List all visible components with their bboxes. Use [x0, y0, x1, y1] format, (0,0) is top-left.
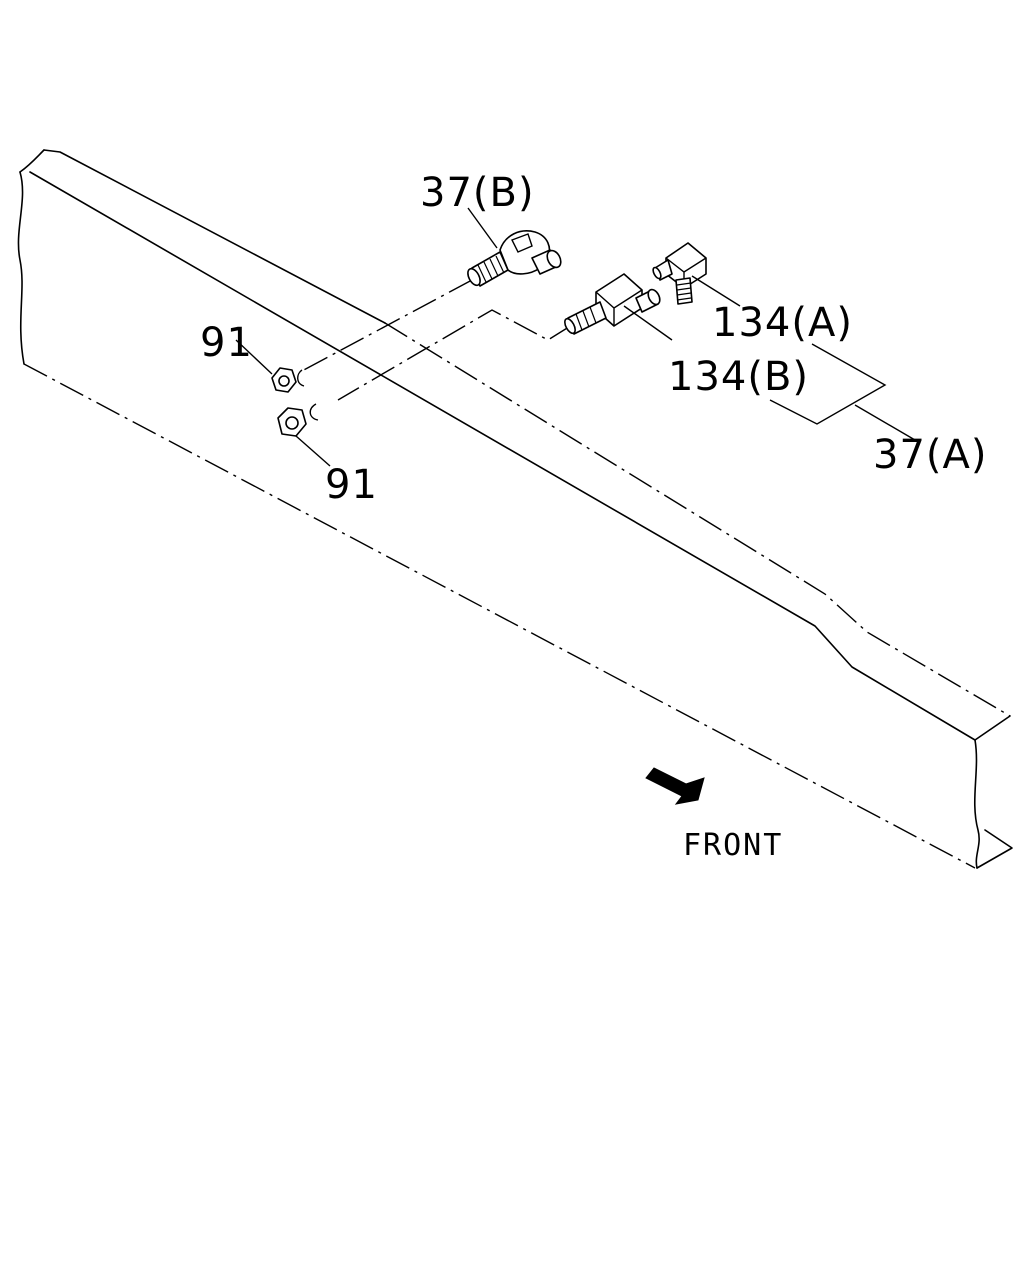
frame-rail-top-edge-a [43, 149, 386, 324]
part-134b-block-connector[interactable] [563, 273, 662, 335]
leader-37a [854, 404, 916, 441]
frame-rail-left-break [17, 171, 25, 365]
leader-134b [623, 305, 673, 341]
part-91-lower-nut[interactable] [277, 403, 319, 437]
label-37b: 37(B) [420, 170, 535, 216]
assembly-lines [299, 279, 573, 401]
front-arrow-icon [645, 767, 705, 805]
assembly-line-37b [299, 279, 473, 373]
label-134b: 134(B) [668, 354, 809, 400]
frame-rail-bottom-edge [23, 363, 976, 869]
leader-37a-bracket [769, 343, 887, 425]
frame-rail-top-corner [19, 149, 45, 173]
frame-rail-bottom-flange-end [976, 829, 1013, 869]
leader-37b [467, 207, 498, 249]
part-134a-elbow-connector[interactable] [652, 242, 707, 305]
label-134a: 134(A) [712, 300, 853, 346]
frame-rail-flange-inner-edge [29, 171, 976, 741]
label-37a: 37(A) [873, 432, 987, 478]
label-91-lower: 91 [325, 462, 378, 508]
front-direction-label: FRONT [683, 828, 783, 863]
assembly-line-134b [337, 309, 573, 401]
frame-rail-top-edge-hidden [384, 322, 1011, 717]
frame-rail-right-break [973, 739, 980, 869]
frame-rail-right-top [974, 715, 1011, 741]
leader-91-lower [295, 435, 331, 467]
label-91-upper: 91 [200, 320, 253, 366]
part-91-upper-nut[interactable] [271, 367, 305, 393]
leader-134a [691, 275, 741, 307]
part-37b-elbow-fitting[interactable] [465, 230, 563, 287]
frame-rail [17, 149, 1013, 869]
leader-91-upper [235, 339, 273, 375]
